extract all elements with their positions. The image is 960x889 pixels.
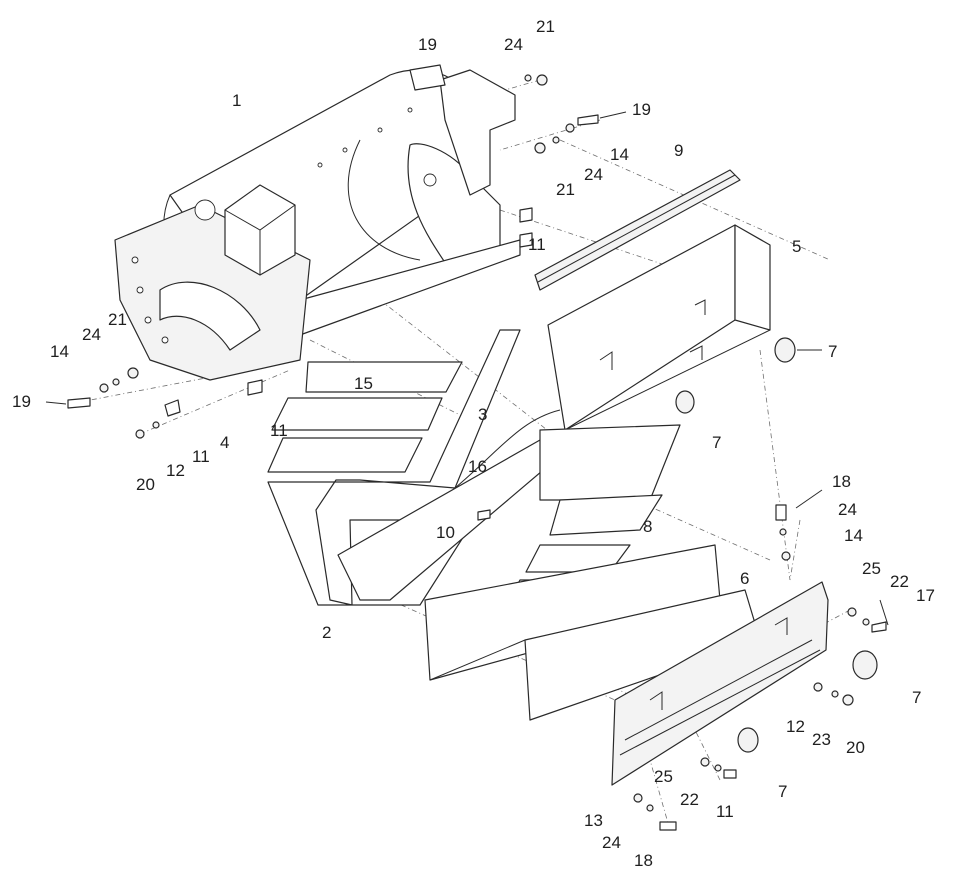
callout-11-b: 11 [270,421,288,440]
callout-21-b: 21 [556,180,575,199]
callout-19-a: 19 [418,35,437,54]
callout-14-c: 14 [844,526,863,545]
callout-7-b: 7 [712,433,721,452]
callout-24-d: 24 [838,500,857,519]
callout-5: 5 [792,237,801,256]
housing-part-1: 1 [114,64,521,381]
callout-18-a: 18 [832,472,851,491]
callout-11-c: 11 [192,447,210,466]
callout-12-a: 12 [166,461,185,480]
hardware-callouts: 19 24 21 19 14 24 21 11 21 24 14 19 11 4… [12,17,935,870]
channel-strip-part-9: 9 [534,141,741,291]
callout-22-b: 22 [680,790,699,809]
callout-24-b: 24 [584,165,603,184]
callout-11-a: 11 [528,235,546,254]
callout-20-b: 20 [846,738,865,757]
callout-11-d: 11 [716,802,734,821]
callout-1: 1 [232,91,241,110]
callout-22-a: 22 [890,572,909,591]
upper-flap-part-5: 5 [547,224,801,431]
callout-18-b: 18 [634,851,653,870]
bumpers-part-7: 7 7 7 7 [675,337,921,801]
callout-21-c: 21 [108,310,127,329]
callout-21-a: 21 [536,17,555,36]
callout-3: 3 [478,405,487,424]
callout-8: 8 [643,517,652,536]
callout-7-a: 7 [828,342,837,361]
callout-14-a: 14 [610,145,629,164]
callout-6: 6 [740,569,749,588]
callout-14-b: 14 [50,342,69,361]
callout-7-c: 7 [912,688,921,707]
callout-25-a: 25 [862,559,881,578]
callout-4: 4 [220,433,229,452]
callout-2: 2 [322,623,331,642]
callout-17: 17 [916,586,935,605]
hardware-fasteners [45,74,889,831]
callout-10: 10 [436,523,455,542]
callout-25-b: 25 [654,767,673,786]
callout-20-a: 20 [136,475,155,494]
callout-9: 9 [674,141,683,160]
callout-15: 15 [354,374,373,393]
callout-7-d: 7 [778,782,787,801]
callout-24-a: 24 [504,35,523,54]
callout-24-c: 24 [82,325,101,344]
callout-12-b: 12 [786,717,805,736]
callout-19-c: 19 [12,392,31,411]
scraper-bar-part-6: 6 [611,569,829,786]
decals: 15 3 2 10 8 [267,329,681,642]
callout-23: 23 [812,730,831,749]
callout-24-e: 24 [602,833,621,852]
callout-19-b: 19 [632,100,651,119]
callout-16: 16 [468,457,487,476]
callout-13: 13 [584,811,603,830]
